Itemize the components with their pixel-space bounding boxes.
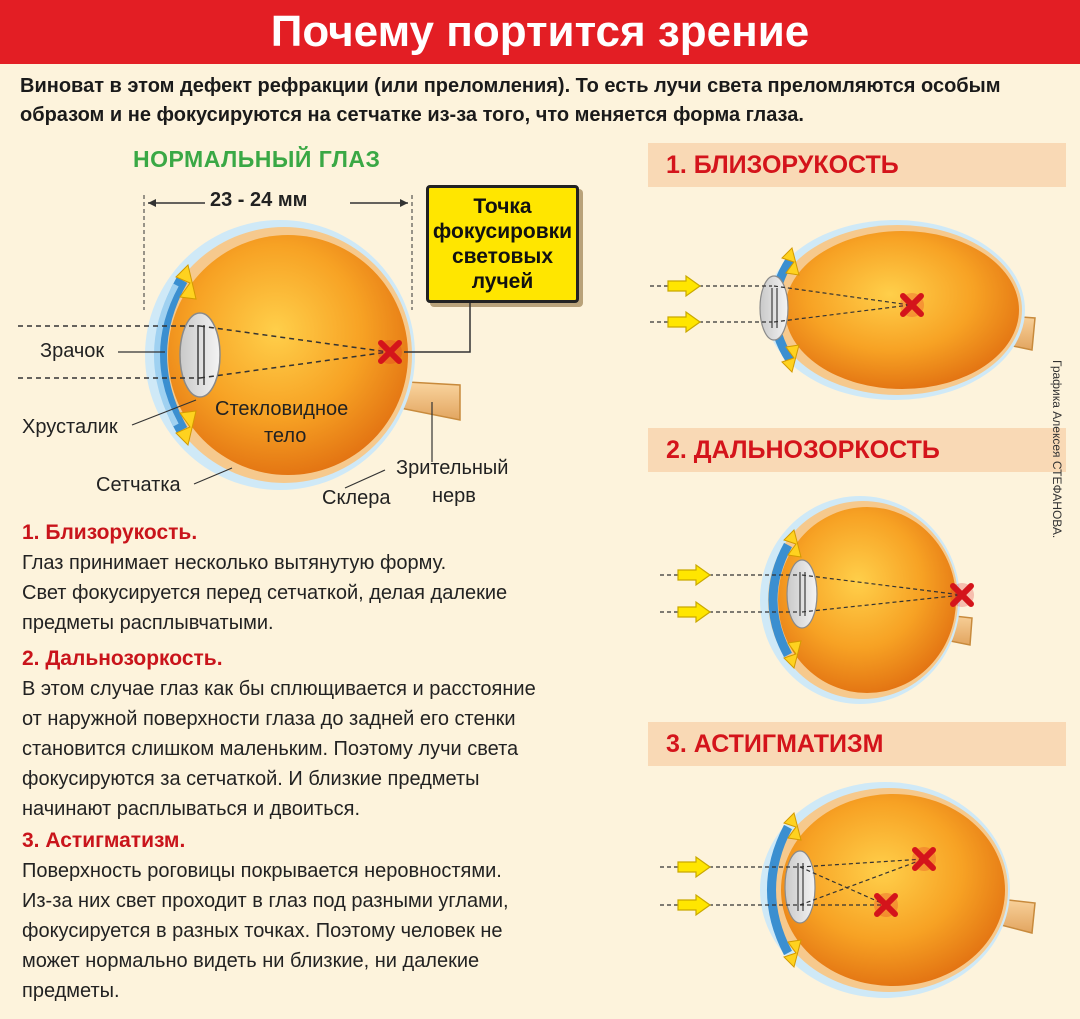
myopia-desc-title: 1. Близорукость. <box>22 521 198 544</box>
astig-desc-line: фокусируется в разных точках. Поэтому че… <box>22 920 503 942</box>
nerve-label-1: Зрительный <box>396 457 509 479</box>
dimension-label: 23 - 24 мм <box>210 189 308 211</box>
astigmatism-description: 3. Астигматизм. Поверхность роговицы пок… <box>22 826 642 1006</box>
nerve-label-2: нерв <box>432 485 476 507</box>
astig-desc-line: Поверхность роговицы покрывается неровно… <box>22 860 502 882</box>
title-bar: Почему портится зрение <box>0 0 1080 64</box>
hyperopia-desc-line: становится слишком маленьким. Поэтому лу… <box>22 738 519 760</box>
astig-desc-line: Из-за них свет проходит в глаз под разны… <box>22 890 509 912</box>
myopia-eye-diagram <box>650 220 1036 400</box>
vitreous-label-1: Стекловидное <box>215 398 349 420</box>
graphics-credit: Графика Алексея СТЕФАНОВА. <box>1050 360 1064 539</box>
hyperopia-desc-line: начинают расплываться и двоиться. <box>22 798 360 820</box>
hyperopia-desc-title: 2. Дальнозоркость. <box>22 647 223 670</box>
normal-eye-diagram <box>18 195 471 490</box>
myopia-description: 1. Близорукость. Глаз принимает нескольк… <box>22 518 642 638</box>
sclera-label: Склера <box>322 487 391 509</box>
astig-desc-line: предметы. <box>22 980 120 1002</box>
retina-label: Сетчатка <box>96 474 181 496</box>
hyperopia-desc-line: фокусируются за сетчаткой. И близкие пре… <box>22 768 480 790</box>
normal-eye-title: НОРМАЛЬНЫЙ ГЛАЗ <box>133 146 381 172</box>
intro-text: Виноват в этом дефект рефракции (или пре… <box>20 75 1001 126</box>
astig-desc-title: 3. Астигматизм. <box>22 829 186 852</box>
hyperopia-desc-line: В этом случае глаз как бы сплющивается и… <box>22 678 536 700</box>
hyperopia-desc-line: от наружной поверхности глаза до задней … <box>22 708 516 730</box>
section-head-myopia: 1. БЛИЗОРУКОСТЬ <box>648 143 1066 187</box>
section-head-hyperopia: 2. ДАЛЬНОЗОРКОСТЬ <box>648 428 1066 472</box>
pupil-label: Зрачок <box>40 340 105 362</box>
lens-label: Хрусталик <box>22 416 118 438</box>
vitreous-label-2: тело <box>264 425 307 447</box>
hyperopia-description: 2. Дальнозоркость. В этом случае глаз ка… <box>22 644 642 824</box>
section-head-astigmatism: 3. АСТИГМАТИЗМ <box>648 722 1066 766</box>
myopia-desc-line: Свет фокусируется перед сетчаткой, делая… <box>22 582 508 604</box>
page-title: Почему портится зрение <box>270 7 810 56</box>
astig-desc-line: может нормально видеть ни близкие, ни да… <box>22 950 480 972</box>
hyperopia-eye-diagram <box>660 496 1040 704</box>
astigmatism-eye-diagram <box>660 782 1036 998</box>
focus-point-box: Точка фокусировки световых лучей <box>426 185 579 303</box>
myopia-desc-line: предметы расплывчатыми. <box>22 612 274 634</box>
myopia-desc-line: Глаз принимает несколько вытянутую форму… <box>22 552 447 574</box>
